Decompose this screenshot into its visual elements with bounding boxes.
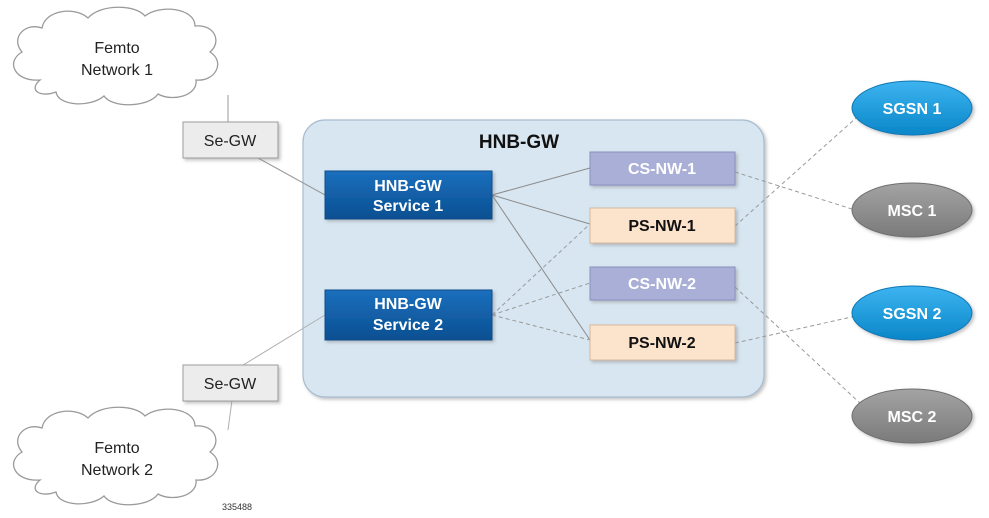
msc-label: MSC 1: [888, 203, 937, 220]
link-service2-ps1: [491, 223, 591, 316]
msc-1-node: MSC 1: [851, 182, 973, 238]
cs-nw-label: CS-NW-2: [628, 276, 696, 293]
link-service1-ps1: [491, 194, 591, 225]
cloud-label-line2: Network 1: [81, 62, 153, 79]
cloud-shape: [12, 406, 219, 506]
cloud-label-line1: Femto: [94, 440, 139, 457]
ps-nw-1-box: PS-NW-1: [589, 207, 736, 244]
msc-label: MSC 2: [888, 409, 937, 426]
link-segw1-service1: [257, 157, 326, 196]
ps-nw-rect: [589, 324, 736, 361]
hnbgw-service-2: HNB-GW Service 2: [324, 289, 493, 341]
sgsn-label: SGSN 2: [883, 306, 942, 323]
link-service1-ps2: [491, 194, 591, 341]
sgsn-ellipse: [851, 80, 973, 136]
segw-label: Se-GW: [204, 376, 257, 393]
msc-2-node: MSC 2: [851, 388, 973, 444]
ps-nw-rect: [589, 207, 736, 244]
service-label-line2: Service 1: [373, 198, 443, 215]
cs-nw-rect: [589, 266, 736, 301]
segw-label: Se-GW: [204, 133, 257, 150]
segw-rect: [182, 121, 279, 159]
segw-rect: [182, 364, 279, 402]
service-rect: [324, 289, 493, 341]
cloud-label-line1: Femto: [94, 40, 139, 57]
link-service1-cs1: [491, 167, 591, 196]
figure-number: 335488: [222, 502, 252, 512]
hnbgw-service-1: HNB-GW Service 1: [324, 170, 493, 220]
cs-nw-2-box: CS-NW-2: [589, 266, 736, 301]
service-label-line2: Service 2: [373, 317, 443, 334]
cs-nw-rect: [589, 151, 736, 186]
link-ps2-sgsn2: [734, 313, 866, 344]
link-service2-ps2: [491, 314, 591, 341]
sgsn-1-node: SGSN 1: [851, 80, 973, 136]
ps-nw-label: PS-NW-1: [628, 218, 695, 235]
cloud-label-line2: Network 2: [81, 462, 153, 479]
link-ps1-sgsn1: [734, 109, 866, 227]
sgsn-ellipse: [851, 285, 973, 341]
ps-nw-2-box: PS-NW-2: [589, 324, 736, 361]
segw-box-bottom: Se-GW: [182, 364, 279, 402]
service-label-line1: HNB-GW: [374, 178, 442, 195]
connection-lines: [227, 95, 866, 431]
cloud-femto-network-2: Femto Network 2: [12, 406, 219, 506]
segw-box-top: Se-GW: [182, 121, 279, 159]
cloud-femto-network-1: Femto Network 1: [12, 6, 219, 106]
msc-ellipse: [851, 182, 973, 238]
service-label-line1: HNB-GW: [374, 296, 442, 313]
link-segw2-femto2: [227, 399, 233, 431]
cloud-shape: [12, 6, 219, 106]
link-service2-segw2: [234, 314, 326, 371]
link-cs2-msc2: [734, 286, 863, 406]
sgsn-label: SGSN 1: [883, 101, 942, 118]
service-rect: [324, 170, 493, 220]
ps-nw-label: PS-NW-2: [628, 335, 695, 352]
msc-ellipse: [851, 388, 973, 444]
cs-nw-label: CS-NW-1: [628, 161, 696, 178]
cs-nw-1-box: CS-NW-1: [589, 151, 736, 186]
hnbgw-container-title: HNB-GW: [479, 132, 559, 153]
link-service2-cs2: [491, 282, 591, 316]
sgsn-2-node: SGSN 2: [851, 285, 973, 341]
